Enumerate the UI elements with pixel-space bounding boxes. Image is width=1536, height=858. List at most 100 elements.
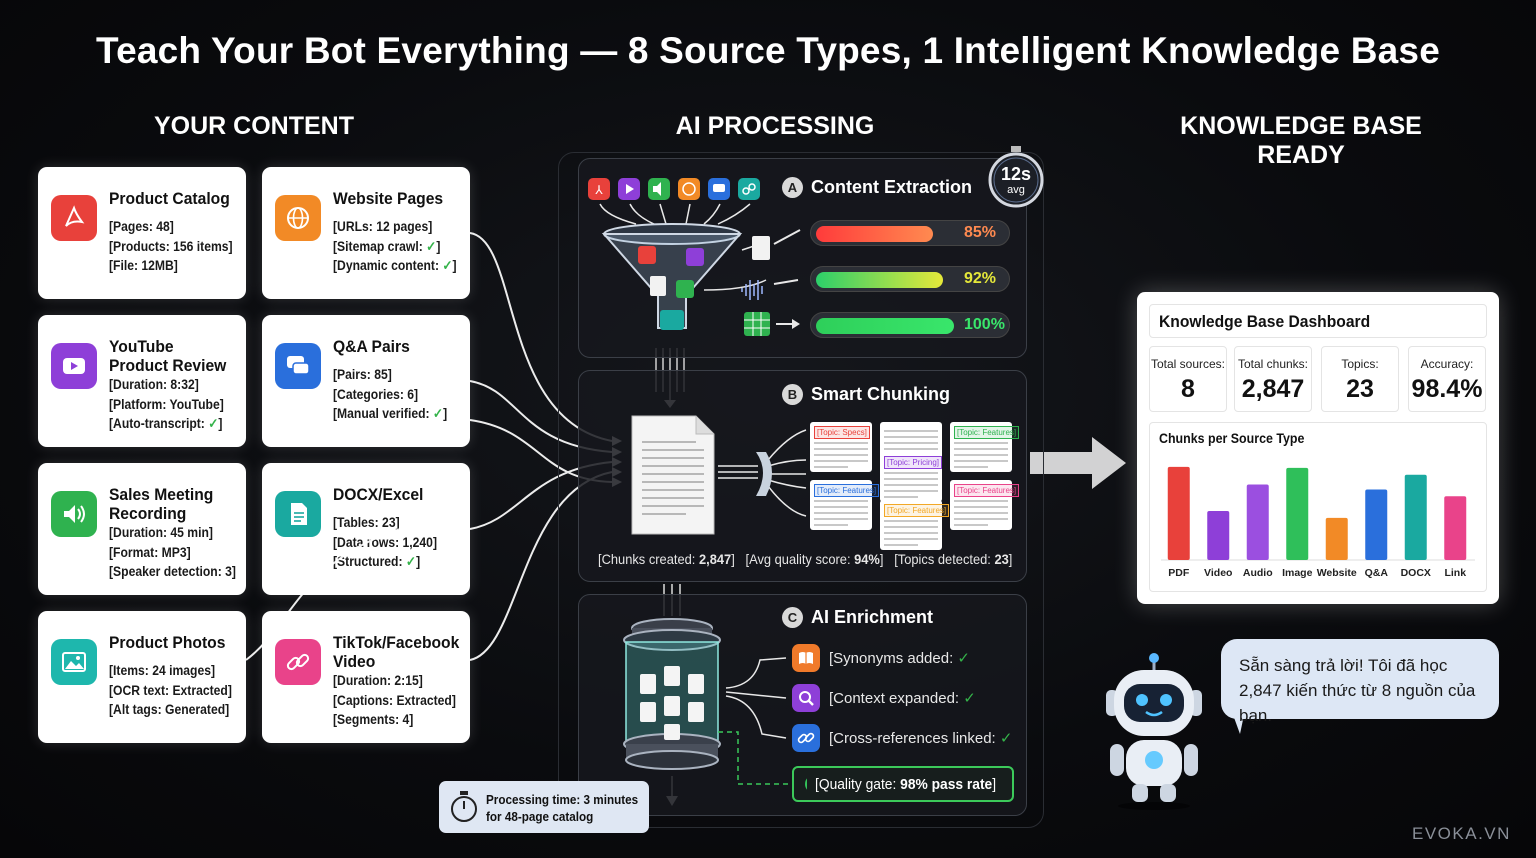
stat-accuracy: Accuracy:98.4% bbox=[1408, 346, 1486, 412]
chart-tick-label: Video bbox=[1204, 567, 1232, 579]
source-card-title: Product Photos bbox=[109, 633, 226, 652]
stat-value: 8 bbox=[1181, 375, 1195, 403]
stat-label-quality: [Avg quality score: bbox=[745, 551, 855, 567]
enrichment-item-label: [Synonyms added: ✓ bbox=[829, 650, 970, 667]
chunk-card: [Topic: Features] bbox=[950, 480, 1020, 530]
source-card: Product Photos [Items: 24 images] [OCR tex… bbox=[38, 611, 246, 743]
chart-bar-website bbox=[1325, 517, 1348, 560]
processing-time-note: Processing time: 3 minutes for 48-page c… bbox=[439, 781, 649, 833]
source-card-detail: [Auto-transcript: ✓] bbox=[109, 416, 223, 431]
source-card-detail: [File: 12MB] bbox=[109, 258, 178, 273]
splitter-icon bbox=[718, 416, 808, 531]
source-card-detail: [Platform: YouTube] bbox=[109, 396, 224, 412]
dashboard-title: Knowledge Base Dashboard bbox=[1159, 312, 1371, 331]
chunk-topic-tag: [Topic: Features] bbox=[954, 484, 1020, 497]
chunk-card: [Topic: Specs] bbox=[810, 422, 872, 472]
stat-value: 23 bbox=[1346, 375, 1374, 403]
progress-percent: 85% bbox=[964, 224, 997, 241]
source-card-detail: [URLs: 12 pages] bbox=[333, 219, 433, 234]
source-card: Website Pages[URLs: 12 pages][Sitemap cr… bbox=[262, 167, 470, 299]
enrichment-label: AI Enrichment bbox=[811, 607, 934, 627]
chunk-card: [Topic: Features] bbox=[810, 480, 880, 530]
chart-bar-video bbox=[1207, 511, 1230, 560]
chart-tick-label: Image bbox=[1282, 567, 1313, 579]
chart-tick-label: PDF bbox=[1168, 567, 1190, 579]
enrichment-item-label: [Cross-references linked: ✓ bbox=[829, 730, 1013, 747]
timer-value: 12s bbox=[1000, 164, 1032, 184]
progress-bar bbox=[810, 312, 1010, 338]
book-icon bbox=[792, 644, 820, 672]
chunk-topic-tag: [Topic: Pricing] bbox=[884, 456, 943, 469]
stage-letter-c: C bbox=[782, 607, 803, 628]
stat-topics: Topics: 23 bbox=[1321, 346, 1399, 412]
progress-percent: 92% bbox=[964, 270, 997, 287]
stage-letter-a: A bbox=[782, 177, 803, 198]
source-card-detail: [Items: 24 images] bbox=[109, 663, 216, 678]
source-card-detail: [OCR text: Extracted] bbox=[109, 682, 232, 698]
processing-time-line1: Processing time: 3 minutes bbox=[486, 792, 639, 807]
stat-value-topics: 23 bbox=[994, 551, 1009, 567]
source-card: Sales Meeting Recording[Duration: 45 min… bbox=[38, 463, 246, 595]
video-play-icon bbox=[51, 343, 97, 389]
source-card-detail: [Sitemap crawl: ✓] bbox=[333, 238, 441, 254]
chart-bar-qa bbox=[1365, 489, 1388, 560]
chart-bar-docx bbox=[1404, 474, 1427, 560]
source-card-detail: [Pairs: 85] bbox=[333, 367, 392, 382]
progress-percent: 100% bbox=[964, 316, 1005, 333]
stat-value-chunks: 2,847 bbox=[698, 551, 732, 567]
chunking-stats: [Chunks created: 2,847] [Avg quality sco… bbox=[598, 551, 1012, 567]
chart-tick-label: Q&A bbox=[1365, 567, 1389, 579]
progress-fill bbox=[816, 318, 954, 334]
source-card-title: YouTube Product Review bbox=[109, 337, 227, 375]
extraction-heading: A Content Extraction bbox=[782, 177, 972, 198]
check-circle-icon bbox=[805, 778, 808, 790]
chunking-label: Smart Chunking bbox=[811, 384, 951, 404]
link-icon bbox=[275, 639, 321, 685]
document-icon bbox=[275, 491, 321, 537]
source-icon-row: ⅄ bbox=[588, 176, 764, 207]
bot-speech-bubble: Sẵn sàng trả lời! Tôi đã học 2,847 kiến … bbox=[1221, 639, 1499, 725]
stat-total-chunks: Total chunks:2,847 bbox=[1234, 346, 1312, 412]
globe-icon bbox=[275, 195, 321, 241]
source-card-title: Product Catalog bbox=[109, 189, 230, 208]
processing-frame bbox=[558, 152, 1044, 828]
chunk-topic-tag: [Topic: Features] bbox=[814, 484, 880, 497]
chart-bar-audio bbox=[1246, 484, 1269, 560]
source-card-detail: [Structured: ✓] bbox=[333, 554, 421, 569]
source-card-detail: [Duration: 2:15] bbox=[333, 673, 423, 688]
stat-total-sources: Total sources:8 bbox=[1149, 346, 1227, 412]
stat-value-quality: 94% bbox=[854, 551, 880, 567]
chart-bar-image bbox=[1286, 467, 1309, 560]
source-card-detail: [Dynamic content: ✓] bbox=[333, 258, 457, 273]
stat-close-bracket: ] bbox=[1008, 551, 1013, 567]
progress-bar bbox=[810, 266, 1010, 292]
extraction-label: Content Extraction bbox=[811, 177, 973, 197]
stat-label: Topics: bbox=[1341, 357, 1379, 371]
column-heading-ready: KNOWLEDGE BASE READY bbox=[1180, 112, 1422, 169]
knowledge-base-dashboard: Knowledge Base Dashboard Total sources:8… bbox=[1137, 292, 1499, 604]
source-card-detail: [Segments: 4] bbox=[333, 712, 414, 727]
database-tank-icon bbox=[614, 616, 814, 797]
chunk-topic-tag: [Topic: Features] bbox=[884, 504, 950, 517]
stat-close-bracket: ] bbox=[879, 551, 884, 567]
funnel-icon bbox=[596, 200, 806, 355]
source-card-detail: [Alt tags: Generated] bbox=[109, 702, 230, 717]
stat-value: 2,847 bbox=[1241, 375, 1305, 403]
speaker-icon bbox=[51, 491, 97, 537]
source-card-detail: [Format: MP3] bbox=[109, 544, 191, 560]
source-card: DOCX/Excel[Tables: 23][Data rows: 1,240]… bbox=[262, 463, 470, 595]
source-card-details: [Pairs: 85] [Categories: 6] [Manual verifi… bbox=[333, 365, 447, 424]
quality-gate-value: 98% pass rate bbox=[900, 775, 993, 793]
source-card-detail: [Speaker detection: 3] bbox=[109, 564, 236, 579]
chunk-topic-tag: [Topic: Specs] bbox=[814, 426, 870, 439]
source-card-details: [Items: 24 images] [OCR text: Extracted] [… bbox=[109, 661, 232, 720]
chart-tick-label: Website bbox=[1317, 567, 1357, 579]
stat-label-topics: [Topics detected: bbox=[894, 551, 995, 567]
robot-mascot-icon bbox=[1100, 652, 1212, 817]
quality-gate-suffix: ] bbox=[992, 775, 997, 793]
source-card-detail: [Manual verified: ✓] bbox=[333, 406, 448, 421]
source-card-detail: [Categories: 6] bbox=[333, 386, 419, 402]
stat-label-chunks: [Chunks created: bbox=[598, 551, 699, 567]
source-card-title: Sales Meeting Recording bbox=[109, 485, 214, 523]
